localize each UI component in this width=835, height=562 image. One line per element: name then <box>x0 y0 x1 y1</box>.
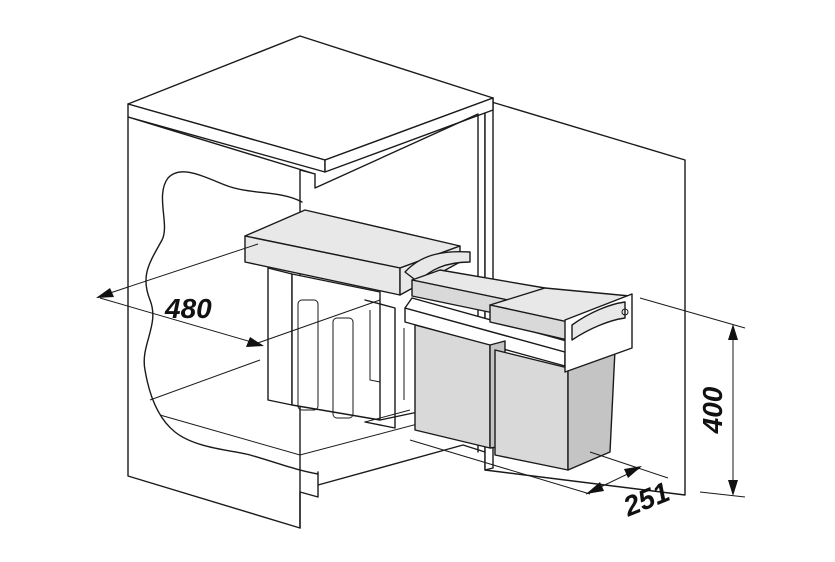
front-handle <box>564 293 633 373</box>
height-label: 400 <box>697 386 728 434</box>
dimension-depth: 480 <box>96 243 381 347</box>
depth-label: 480 <box>164 293 212 324</box>
bin-right <box>489 287 631 471</box>
cutaway-line <box>143 171 319 475</box>
dimension-height: 400 <box>639 297 746 498</box>
cabinet-body <box>127 35 494 529</box>
pullout-frame <box>244 209 471 429</box>
